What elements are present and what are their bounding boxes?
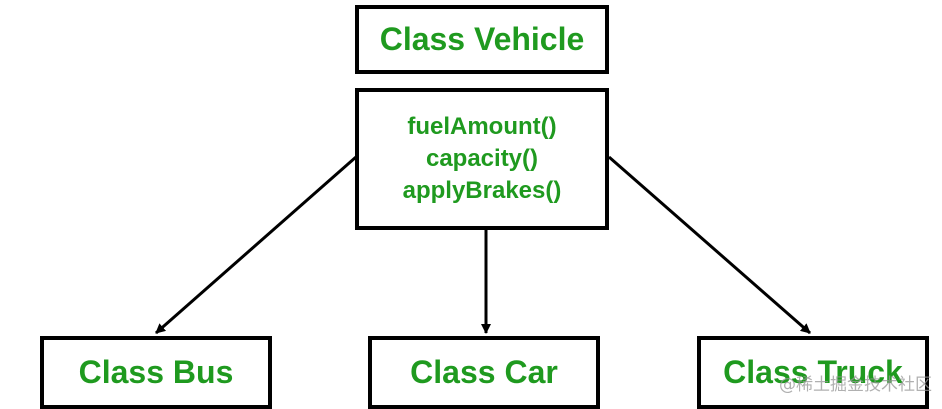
arrow-to-bus bbox=[155, 155, 357, 335]
method-fuel-amount: fuelAmount() bbox=[407, 113, 557, 140]
arrow-to-truck bbox=[608, 155, 811, 335]
vehicle-methods-box: fuelAmount() capacity() applyBrakes() bbox=[355, 88, 609, 230]
method-capacity: capacity() bbox=[425, 145, 539, 172]
class-bus-box: Class Bus bbox=[40, 336, 272, 409]
class-car-box: Class Car bbox=[368, 336, 600, 409]
class-truck-box: Class Truck bbox=[697, 336, 929, 409]
method-apply-brakes: applyBrakes() bbox=[402, 177, 562, 204]
class-vehicle-box: Class Vehicle bbox=[355, 5, 609, 74]
watermark: @稀土掘金技术社区 bbox=[779, 375, 932, 395]
class-bus-title: Class Bus bbox=[78, 354, 234, 390]
class-car-title: Class Car bbox=[410, 354, 558, 390]
class-truck-title: Class Truck bbox=[723, 354, 903, 390]
class-vehicle-title: Class Vehicle bbox=[379, 21, 585, 57]
